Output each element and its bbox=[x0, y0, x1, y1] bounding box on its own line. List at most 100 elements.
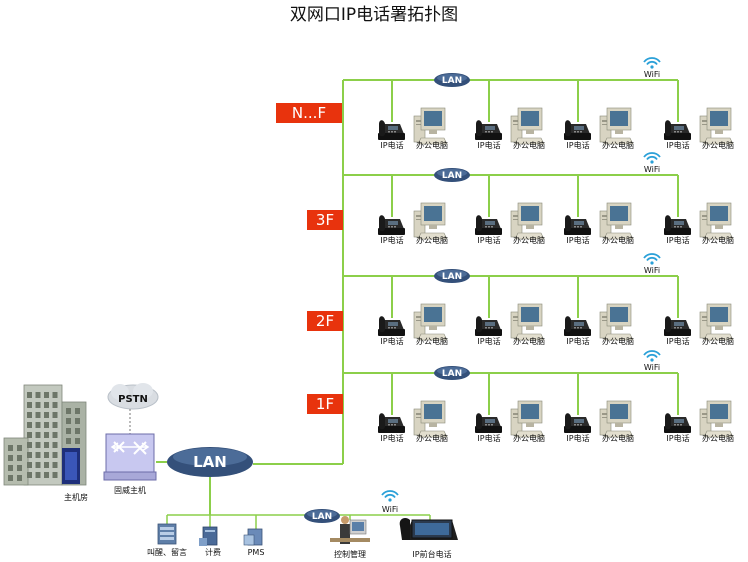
ip-phone-label: IP电话 bbox=[666, 336, 689, 346]
pms-label: PMS bbox=[248, 548, 265, 557]
building-window bbox=[66, 438, 71, 444]
office-pc-icon bbox=[510, 303, 545, 341]
computer-tower-icon bbox=[199, 526, 218, 546]
building-window bbox=[75, 428, 80, 434]
office-pc-label: 办公电脑 bbox=[513, 336, 545, 346]
floor-label-box: 2F bbox=[307, 311, 343, 331]
building-window bbox=[17, 445, 22, 451]
ip-phone-icon bbox=[378, 120, 405, 140]
bottom-lan-label: LAN bbox=[312, 512, 332, 522]
ip-phone-icon bbox=[664, 215, 691, 235]
wifi-icon bbox=[643, 350, 661, 363]
office-pc-icon bbox=[699, 400, 734, 438]
console-phone-icon bbox=[399, 518, 458, 540]
office-pc-icon bbox=[599, 107, 634, 145]
office-pc-icon bbox=[699, 303, 734, 341]
office-pc-label: 办公电脑 bbox=[702, 140, 734, 150]
building-window bbox=[8, 445, 13, 451]
building-window bbox=[27, 472, 32, 478]
office-pc-label: 办公电脑 bbox=[416, 433, 448, 443]
office-pc-label: 办公电脑 bbox=[702, 433, 734, 443]
building-window bbox=[35, 402, 41, 408]
floor-label-box: 1F bbox=[307, 394, 343, 414]
building-window bbox=[27, 412, 32, 418]
office-pc-icon bbox=[599, 202, 634, 240]
ip-phone-label: IP电话 bbox=[380, 433, 403, 443]
building-window bbox=[66, 418, 71, 424]
office-pc-label: 办公电脑 bbox=[513, 235, 545, 245]
network-links bbox=[156, 79, 679, 529]
ip-phone-icon bbox=[564, 120, 591, 140]
building-window bbox=[27, 442, 32, 448]
main-lan-cloud: LAN bbox=[167, 447, 253, 477]
building-window bbox=[35, 412, 41, 418]
wifi-label: WiFi bbox=[644, 165, 660, 174]
ip-phone-label: IP电话 bbox=[477, 235, 500, 245]
building-window bbox=[35, 472, 41, 478]
office-pc-icon bbox=[510, 202, 545, 240]
office-pc-label: 办公电脑 bbox=[602, 140, 634, 150]
office-pc-icon bbox=[413, 303, 448, 341]
ip-phone-icon bbox=[664, 316, 691, 336]
building-window bbox=[35, 462, 41, 468]
building-window bbox=[44, 462, 49, 468]
building-window bbox=[44, 402, 49, 408]
building-window bbox=[8, 465, 13, 471]
ip-phone-label: IP电话 bbox=[666, 235, 689, 245]
office-pc-label: 办公电脑 bbox=[702, 235, 734, 245]
office-pc-label: 办公电脑 bbox=[602, 433, 634, 443]
building-window bbox=[27, 462, 32, 468]
office-pc-icon bbox=[413, 400, 448, 438]
wifi-icon bbox=[643, 57, 661, 70]
office-pc-icon bbox=[699, 107, 734, 145]
ip-phone-icon bbox=[564, 316, 591, 336]
building-window bbox=[52, 402, 58, 408]
building-window bbox=[17, 475, 22, 481]
building-window bbox=[27, 402, 32, 408]
bottom-wifi-label: WiFi bbox=[382, 505, 398, 514]
equipment-room-label: 主机房 bbox=[64, 492, 88, 502]
building-window bbox=[75, 418, 80, 424]
ip-phone-icon bbox=[475, 120, 502, 140]
building-window bbox=[52, 472, 58, 478]
office-pc-icon bbox=[510, 400, 545, 438]
floor-label: 1F bbox=[316, 395, 334, 413]
building-window bbox=[8, 455, 13, 461]
building-icon bbox=[3, 384, 87, 486]
building-window bbox=[66, 408, 71, 414]
office-pc-icon bbox=[510, 107, 545, 145]
ip-phone-icon bbox=[664, 413, 691, 433]
building-window bbox=[75, 408, 80, 414]
pms-server-icon bbox=[243, 528, 263, 546]
wifi-icon bbox=[643, 253, 661, 266]
wifi-label: WiFi bbox=[644, 70, 660, 79]
building-window bbox=[52, 422, 58, 428]
floor-label-background bbox=[307, 210, 343, 230]
ip-phone-label: IP电话 bbox=[477, 336, 500, 346]
building-window bbox=[66, 428, 71, 434]
ip-phone-icon bbox=[475, 215, 502, 235]
ip-phone-label: IP电话 bbox=[477, 433, 500, 443]
building-window bbox=[35, 432, 41, 438]
floor-label-background bbox=[307, 311, 343, 331]
ip-phone-icon bbox=[378, 316, 405, 336]
floor-label: N...F bbox=[292, 104, 326, 122]
building-window bbox=[27, 432, 32, 438]
office-pc-label: 办公电脑 bbox=[702, 336, 734, 346]
ip-phone-icon bbox=[378, 413, 405, 433]
ip-phone-label: IP电话 bbox=[666, 433, 689, 443]
ip-phone-icon bbox=[564, 413, 591, 433]
floor-lan-label: LAN bbox=[442, 76, 462, 86]
ip-phone-label: IP电话 bbox=[566, 433, 589, 443]
building-window bbox=[8, 475, 13, 481]
office-pc-icon bbox=[413, 107, 448, 145]
building-window bbox=[35, 422, 41, 428]
ip-phone-label: IP电话 bbox=[566, 140, 589, 150]
building-window bbox=[27, 392, 32, 398]
billing-label: 计费 bbox=[205, 547, 221, 557]
floor-label: 3F bbox=[316, 211, 334, 229]
page-title: 双网口IP电话署拓扑图 bbox=[290, 5, 458, 25]
ip-phone-label: IP电话 bbox=[566, 235, 589, 245]
floor-label-box: N...F bbox=[276, 103, 342, 123]
